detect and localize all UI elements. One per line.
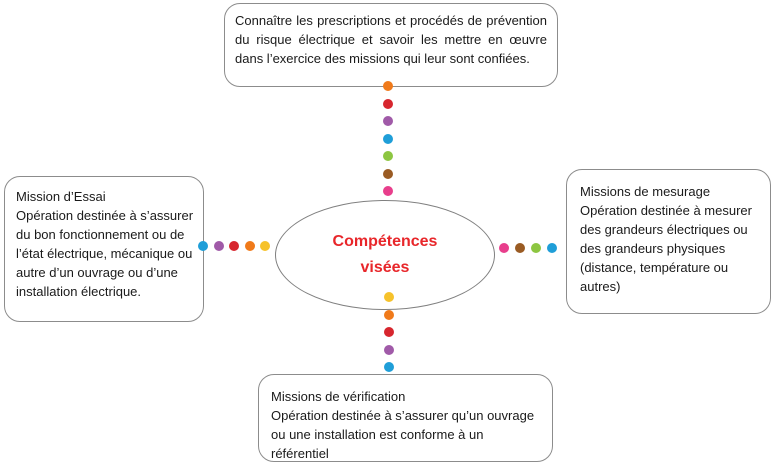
essai-text: Opération destinée à s’assurer du bon fo… <box>16 208 194 299</box>
verification-box: Missions de vérification Opération desti… <box>258 374 553 462</box>
left-connector-dot <box>260 241 270 251</box>
top-connector-dot <box>383 186 393 196</box>
essai-box: Mission d’Essai Opération destinée à s’a… <box>4 176 204 322</box>
bottom-connector-dot <box>384 309 394 320</box>
top-connector-dot <box>383 116 393 126</box>
verification-text: Opération destinée à s’assurer qu’un ouv… <box>271 408 535 461</box>
prevention-box: Connaître les prescriptions et procédés … <box>224 3 558 87</box>
top-connector-dot <box>383 133 393 144</box>
mesurage-box: Missions de mesurage Opération destinée … <box>566 169 771 314</box>
bottom-connector-dot <box>384 327 394 337</box>
prevention-text: Connaître les prescriptions et procédés … <box>235 13 547 66</box>
left-connector-dot <box>244 241 255 251</box>
right-connector-dot <box>515 243 525 253</box>
top-connector-dot <box>383 151 393 161</box>
top-connector-dot <box>383 168 393 179</box>
bottom-connector-dot <box>384 292 394 302</box>
right-connector-dot <box>547 243 557 253</box>
verification-title: Missions de vérification <box>271 389 406 404</box>
bottom-connector-dot <box>384 344 394 355</box>
competences-line1: Compétences <box>332 233 438 250</box>
left-connector-dot <box>229 241 239 251</box>
mesurage-text: Opération destinée à mesurer des grandeu… <box>580 203 752 294</box>
competences-label: Compétences visées <box>333 229 438 281</box>
right-connector-dot <box>499 243 509 253</box>
bottom-connector-dot <box>384 362 394 372</box>
top-connector-dot <box>383 81 393 91</box>
mesurage-title: Missions de mesurage <box>580 184 711 199</box>
top-connector-dot <box>383 98 393 109</box>
competences-line2: visées <box>360 259 410 276</box>
competences-ellipse: Compétences visées <box>275 200 495 310</box>
right-connector-dot <box>531 243 541 253</box>
left-connector-dot <box>198 241 208 251</box>
left-connector-dot <box>213 241 224 251</box>
essai-title: Mission d’Essai <box>16 189 106 204</box>
